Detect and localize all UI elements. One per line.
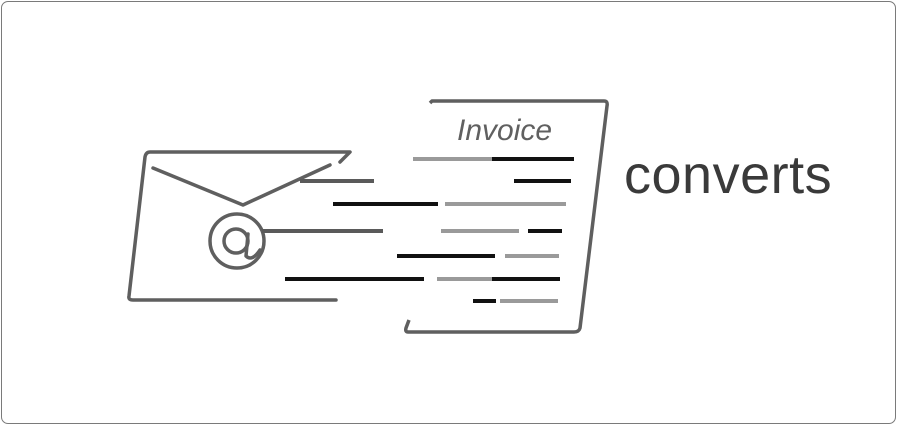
invoice-label: Invoice: [457, 114, 552, 147]
invoice-document-icon: Invoice: [404, 99, 609, 334]
text-lines: [262, 157, 574, 303]
wordmark-converts: converts: [624, 145, 833, 205]
envelope-icon: [127, 150, 352, 302]
at-sign-icon: [208, 212, 266, 270]
